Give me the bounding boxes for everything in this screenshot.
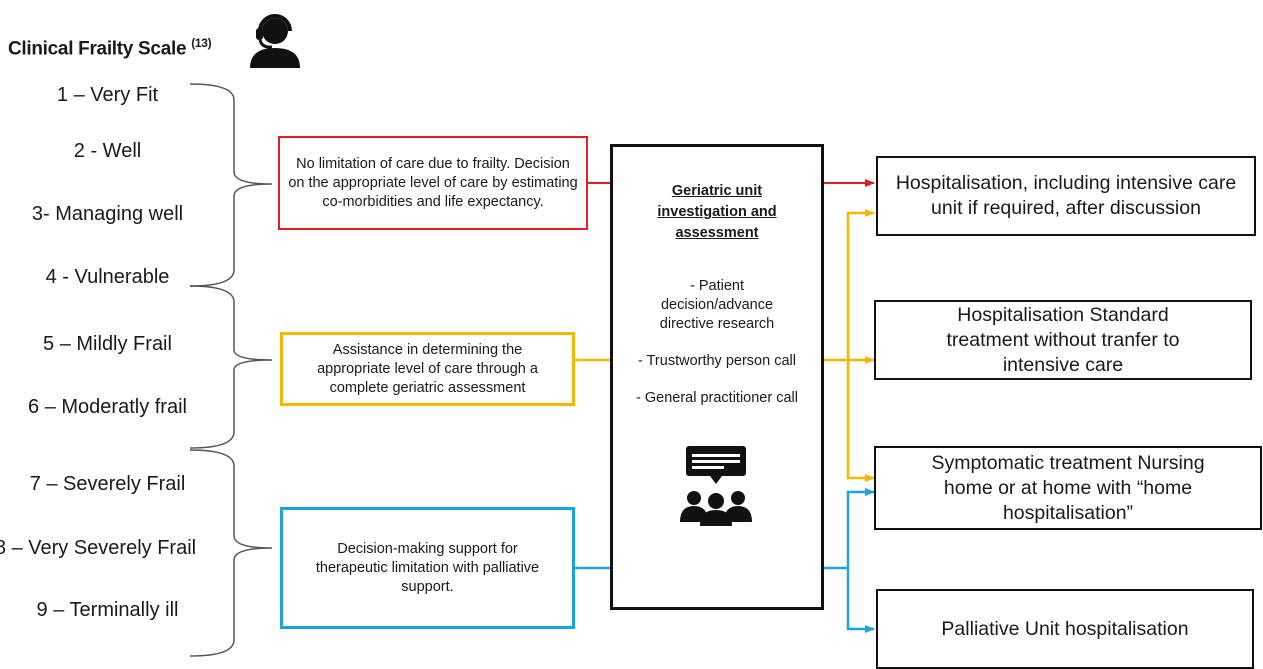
left-box-blue: Decision-making support for therapeutic … [280, 507, 575, 629]
blue-arrow-down [846, 568, 875, 633]
outcome-palliative-text: Palliative Unit hospitalisation [941, 617, 1189, 640]
brace-5-6 [189, 285, 273, 449]
center-item-3: - General practitioner call [636, 390, 798, 406]
outcome-symptomatic-box: Symptomatic treatment Nursing home or at… [874, 446, 1262, 530]
scale-item-1: 1 – Very Fit [56, 84, 159, 106]
scale-item-3: 3- Managing well [31, 203, 184, 225]
outcome-icu-box: Hospitalisation, including intensive car… [876, 156, 1256, 236]
scale-item-5: 5 – Mildly Frail [43, 333, 172, 355]
yellow-arrow-down [846, 360, 875, 482]
scale-item-6: 6 – Moderatly frail [28, 396, 187, 418]
outcome-symptomatic-text: Symptomatic treatment Nursing home or at… [931, 451, 1205, 524]
scale-item-2: 2 - Well [73, 140, 142, 162]
center-item-1: - Patient decision/advance directive res… [659, 278, 775, 332]
group-discussion-icon [680, 446, 752, 526]
outcome-standard-box: Hospitalisation Standard treatment witho… [874, 300, 1252, 380]
geriatric-unit-box: Geriatric unit investigation and assessm… [610, 144, 824, 610]
left-box-red: No limitation of care due to frailty. De… [278, 136, 588, 230]
scale-title-text: Clinical Frailty Scale [8, 38, 187, 60]
scale-item-9: 9 – Terminally ill [36, 599, 179, 621]
scale-item-8: 8 – Very Severely Frail [0, 537, 197, 559]
scale-title: Clinical Frailty Scale (13) [8, 36, 212, 60]
outcome-icu-text: Hospitalisation, including intensive car… [895, 172, 1237, 219]
scale-item-4: 4 - Vulnerable [45, 266, 170, 288]
outcome-standard-text: Hospitalisation Standard treatment witho… [946, 303, 1180, 376]
scale-item-7: 7 – Severely Frail [29, 473, 186, 495]
brace-1-4 [189, 83, 273, 287]
call-center-agent-icon [250, 14, 300, 68]
yellow-arrow-up [846, 209, 875, 360]
brace-7-9 [189, 449, 273, 657]
blue-arrow-up [846, 488, 875, 568]
left-box-yellow-text: Assistance in determining the appropriat… [317, 341, 538, 396]
left-box-yellow: Assistance in determining the appropriat… [280, 332, 575, 406]
center-title: Geriatric unit investigation and assessm… [657, 183, 777, 241]
center-item-2: - Trustworthy person call [638, 353, 796, 369]
left-box-red-text: No limitation of care due to frailty. De… [288, 155, 578, 210]
outcome-palliative-box: Palliative Unit hospitalisation [876, 589, 1254, 669]
scale-title-ref: (13) [191, 36, 212, 50]
left-box-blue-text: Decision-making support for therapeutic … [315, 540, 540, 595]
